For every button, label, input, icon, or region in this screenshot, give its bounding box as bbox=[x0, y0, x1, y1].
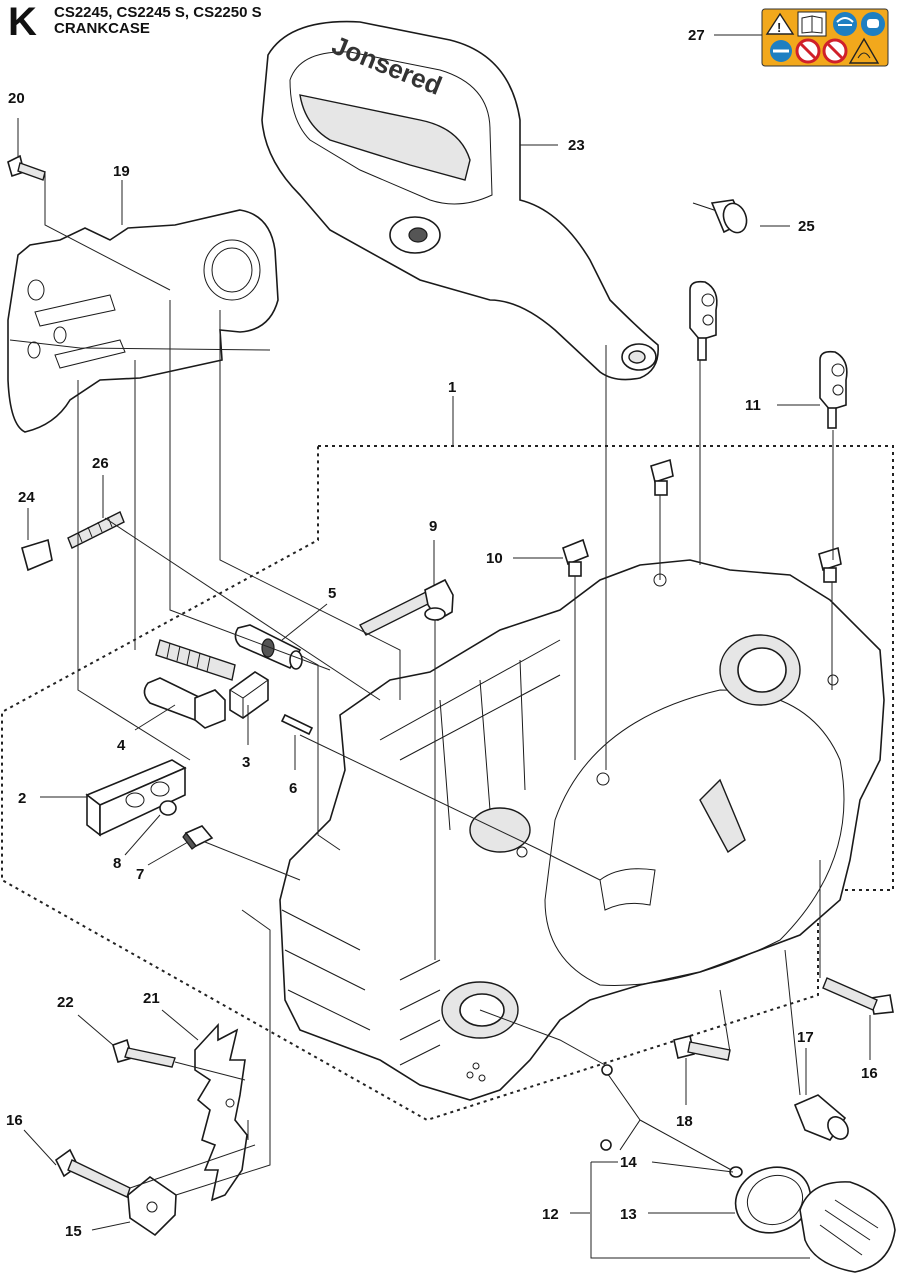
callout-22: 22 bbox=[57, 994, 74, 1011]
callout-4: 4 bbox=[117, 737, 126, 754]
callout-12: 12 bbox=[542, 1206, 559, 1223]
part-10b-screw bbox=[650, 458, 674, 496]
warning-sticker: ! bbox=[761, 8, 889, 67]
callout-11: 11 bbox=[745, 397, 761, 414]
callout-10: 10 bbox=[486, 550, 503, 567]
part-10-screw bbox=[562, 538, 589, 577]
svg-text:!: ! bbox=[777, 20, 781, 35]
callout-3: 3 bbox=[242, 754, 250, 771]
part-26-spring bbox=[67, 511, 125, 549]
callout-6: 6 bbox=[289, 780, 297, 797]
part-16-screw-right bbox=[822, 977, 894, 1015]
model-list: CS2245, CS2245 S, CS2250 S bbox=[54, 4, 262, 21]
callout-23: 23 bbox=[568, 137, 585, 154]
part-2-plate bbox=[85, 759, 187, 837]
callout-13: 13 bbox=[620, 1206, 637, 1223]
callout-8: 8 bbox=[113, 855, 121, 872]
part-24-insert bbox=[21, 538, 53, 572]
part-11-clip bbox=[819, 350, 848, 429]
callout-1: 1 bbox=[448, 379, 456, 396]
no-kickback-icon bbox=[795, 38, 848, 64]
callout-16-right: 16 bbox=[861, 1065, 878, 1082]
diagram-title: CRANKCASE bbox=[54, 20, 150, 37]
part-4-pin bbox=[143, 677, 226, 729]
part-9-adjuster bbox=[359, 578, 454, 636]
part-21-bumper-spike bbox=[194, 1022, 248, 1202]
wear-gloves-icon bbox=[861, 12, 885, 36]
part-10c-screw bbox=[818, 546, 842, 583]
crankcase-body bbox=[279, 559, 885, 1101]
part-16-screw-left bbox=[54, 1148, 131, 1198]
callout-9: 9 bbox=[429, 518, 437, 535]
callout-19: 19 bbox=[113, 163, 130, 180]
callout-2: 2 bbox=[18, 790, 26, 807]
callout-15: 15 bbox=[65, 1223, 82, 1240]
crankcase-group-boundary bbox=[0, 445, 894, 1122]
part-6-pin bbox=[280, 713, 314, 736]
callout-21: 21 bbox=[143, 990, 160, 1007]
part-7-screw bbox=[182, 825, 214, 850]
callout-5: 5 bbox=[328, 585, 336, 602]
part-13-seal-ring bbox=[734, 1166, 812, 1234]
part-14-vent-tube bbox=[600, 1064, 743, 1178]
callout-27: 27 bbox=[688, 27, 705, 44]
callout-24: 24 bbox=[18, 489, 35, 506]
callout-26: 26 bbox=[92, 455, 109, 472]
part-18-screw bbox=[673, 1035, 731, 1061]
callout-labels: 27 23 25 11 1 10 19 20 24 26 9 5 4 3 6 2… bbox=[6, 27, 878, 1240]
manual-book-icon bbox=[797, 11, 827, 37]
warning-triangle-icon: ! bbox=[765, 12, 795, 36]
callout-17: 17 bbox=[797, 1029, 814, 1046]
hearing-eye-protection-icon bbox=[833, 12, 857, 36]
part-3-block bbox=[229, 671, 269, 719]
rear-handle-guard bbox=[7, 209, 279, 433]
leader-lines bbox=[9, 34, 871, 1259]
kickback-warning-icon bbox=[848, 37, 880, 64]
callout-20: 20 bbox=[8, 90, 25, 107]
part-25-bushing bbox=[692, 199, 748, 234]
part-22-screw bbox=[112, 1038, 176, 1068]
callout-18: 18 bbox=[676, 1113, 693, 1130]
callout-14: 14 bbox=[620, 1154, 637, 1171]
part-15-spacer bbox=[127, 1175, 177, 1237]
part-4-spring-pin bbox=[155, 639, 236, 681]
callout-25: 25 bbox=[798, 218, 815, 235]
front-handle: Jonsered bbox=[261, 20, 659, 381]
part-8-nut bbox=[159, 800, 177, 816]
callout-7: 7 bbox=[136, 866, 144, 883]
section-letter: K bbox=[8, 0, 37, 44]
part-11b-clip bbox=[689, 280, 718, 361]
part-17-plug bbox=[793, 1094, 849, 1141]
no-one-hand-icon bbox=[770, 40, 792, 62]
part-20-screw bbox=[7, 154, 46, 181]
callout-16-left: 16 bbox=[6, 1112, 23, 1129]
part-12-tank-cap bbox=[799, 1181, 896, 1273]
